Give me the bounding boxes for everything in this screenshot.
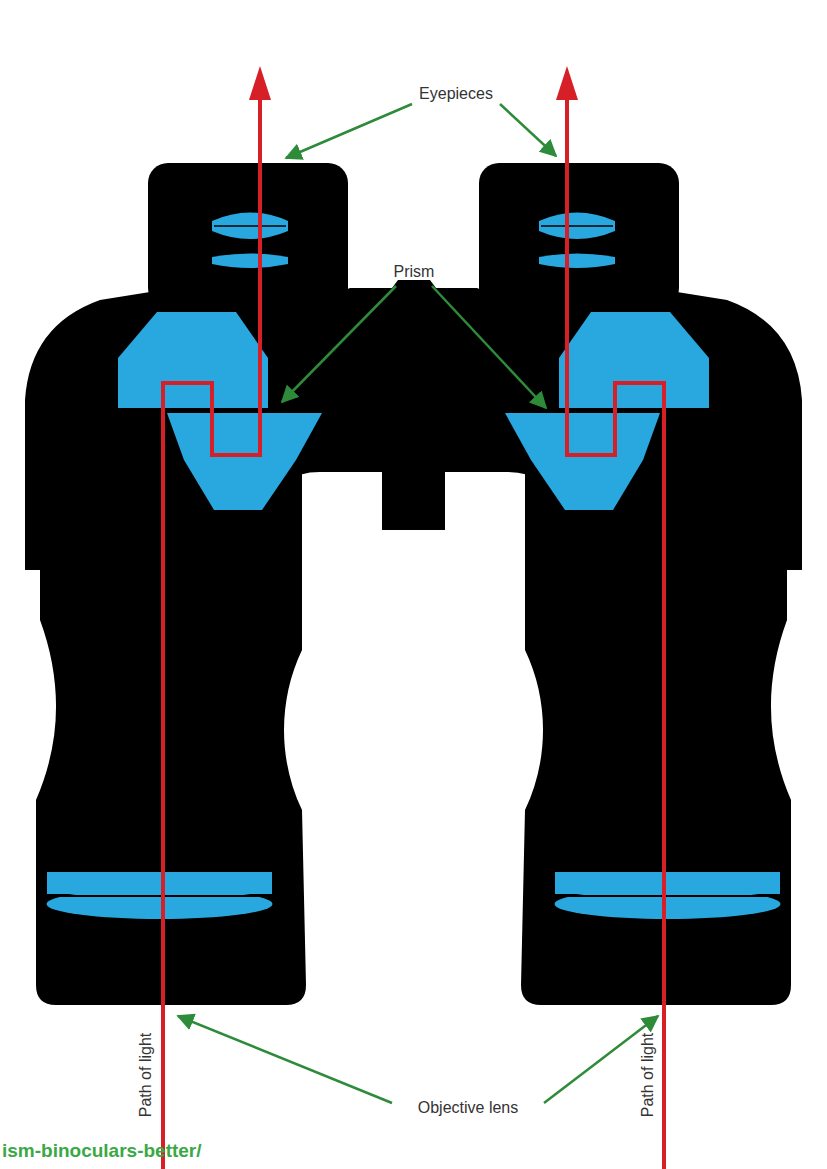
- lens-seam: [47, 895, 272, 897]
- left-barrel: [36, 560, 306, 1005]
- leader-lines: [178, 104, 658, 1103]
- right-optics: [505, 66, 781, 1169]
- leader-line: [286, 104, 412, 158]
- light-path: [163, 98, 260, 1169]
- part-label: Objective lens: [418, 1100, 519, 1116]
- right-barrel: [521, 560, 791, 1005]
- leader-line: [282, 286, 396, 402]
- eyepiece-lens: [212, 254, 288, 269]
- left-optics: [47, 66, 323, 1169]
- path-label: Path of light: [138, 1033, 154, 1118]
- path-label: Path of light: [640, 1033, 656, 1118]
- objective-lens: [47, 889, 273, 919]
- eyepiece-lens: [212, 213, 288, 240]
- leader-line: [500, 104, 556, 156]
- leader-line: [432, 286, 546, 408]
- part-label: Prism: [394, 264, 435, 280]
- lens-seam: [214, 225, 286, 227]
- leader-line: [178, 1016, 392, 1103]
- part-label: Eyepieces: [419, 86, 493, 102]
- eyepiece-housing: [148, 163, 348, 308]
- prism: [167, 413, 322, 510]
- upper-body: [25, 280, 802, 570]
- binocular-body: [25, 163, 802, 1169]
- bridge-gap: [272, 472, 555, 1169]
- prism: [118, 312, 268, 408]
- source-url: ism-binoculars-better/: [2, 1141, 202, 1160]
- light-arrowhead: [249, 66, 271, 100]
